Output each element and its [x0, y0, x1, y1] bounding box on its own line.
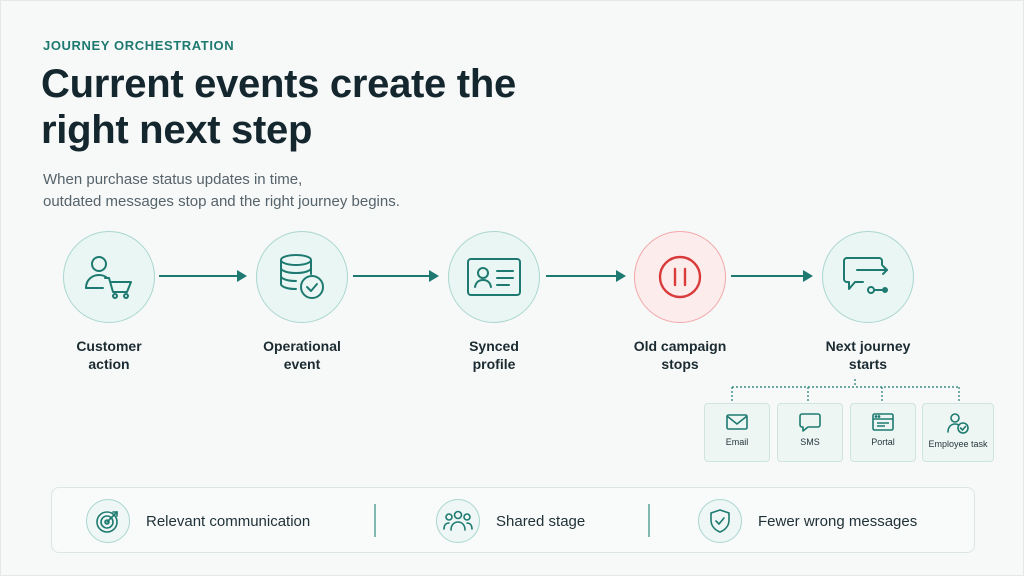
step-label-line-1: Operational	[263, 338, 341, 354]
sms-icon	[799, 413, 821, 432]
flow-arrow	[159, 270, 247, 282]
step-label-line-2: starts	[848, 356, 888, 372]
step-operational-event: Operational event	[222, 231, 382, 373]
pause-icon	[658, 255, 702, 299]
benefit-relevant-communication: Relevant communication	[86, 498, 310, 544]
step-circle	[256, 231, 348, 323]
step-label: Old campaign stops	[600, 337, 760, 373]
benefit-divider	[374, 504, 376, 537]
step-label: Operational event	[222, 337, 382, 373]
step-synced-profile: Synced profile	[414, 231, 574, 373]
step-label-line-1: Customer	[76, 338, 142, 354]
benefit-fewer-wrong-messages: Fewer wrong messages	[698, 498, 917, 544]
benefit-icon-wrap	[698, 499, 742, 543]
step-label-line-1: Next journey	[825, 338, 911, 354]
database-check-icon	[280, 254, 324, 299]
journey-branch-icon	[843, 257, 888, 294]
channel-group: Email SMS Portal Emp	[701, 379, 1001, 469]
step-circle	[448, 231, 540, 323]
subtitle: When purchase status updates in time, ou…	[43, 169, 503, 213]
profile-card-icon	[467, 258, 521, 296]
channel-connector-lines	[731, 379, 960, 403]
step-circle	[63, 231, 155, 323]
benefit-label: Relevant communication	[146, 512, 311, 530]
channel-employee-task: Employee task	[922, 403, 994, 462]
subtitle-line-2: outdated messages stop and the right jou…	[43, 193, 400, 210]
channel-label: SMS	[800, 437, 820, 447]
benefit-icon-wrap	[436, 499, 480, 543]
people-icon	[443, 510, 473, 531]
email-icon	[726, 414, 748, 430]
step-label-line-2: profile	[472, 356, 516, 372]
benefits-bar: Relevant communication Shared stage	[51, 487, 975, 553]
step-label: Synced profile	[414, 337, 574, 373]
employee-task-icon	[947, 413, 969, 434]
step-label-line-1: Old campaign	[633, 338, 727, 354]
step-circle	[822, 231, 914, 323]
step-label-line-1: Synced	[469, 338, 519, 354]
portal-icon	[872, 413, 894, 431]
shield-check-icon	[710, 509, 730, 533]
step-old-campaign-stops: Old campaign stops	[600, 231, 760, 373]
step-circle	[634, 231, 726, 323]
benefit-shared-stage: Shared stage	[436, 498, 585, 544]
benefit-icon-wrap	[86, 499, 130, 543]
channel-portal: Portal	[850, 403, 916, 462]
channel-email: Email	[704, 403, 770, 462]
channel-label: Portal	[871, 437, 895, 447]
step-next-journey-starts: Next journey starts	[788, 231, 948, 373]
step-label-line-2: stops	[661, 356, 699, 372]
customer-cart-icon	[85, 256, 132, 299]
benefit-label: Shared stage	[496, 512, 586, 530]
step-label: Next journey starts	[788, 337, 948, 373]
subtitle-line-1: When purchase status updates in time,	[43, 171, 303, 188]
flow-arrow	[546, 270, 626, 282]
flow-arrow	[731, 270, 813, 282]
step-customer-action: Customer action	[29, 231, 189, 373]
step-label: Customer action	[29, 337, 189, 373]
eyebrow-label: JOURNEY ORCHESTRATION	[43, 38, 235, 53]
benefit-label: Fewer wrong messages	[758, 512, 918, 530]
channel-label: Employee task	[928, 439, 988, 449]
step-label-line-2: event	[283, 356, 321, 372]
step-label-line-2: action	[88, 356, 130, 372]
benefit-divider	[648, 504, 650, 537]
channel-label: Email	[725, 437, 749, 447]
page-title: Current events create the right next ste…	[41, 62, 516, 152]
target-icon	[96, 511, 118, 533]
flow-arrow	[353, 270, 439, 282]
channel-sms: SMS	[777, 403, 843, 462]
